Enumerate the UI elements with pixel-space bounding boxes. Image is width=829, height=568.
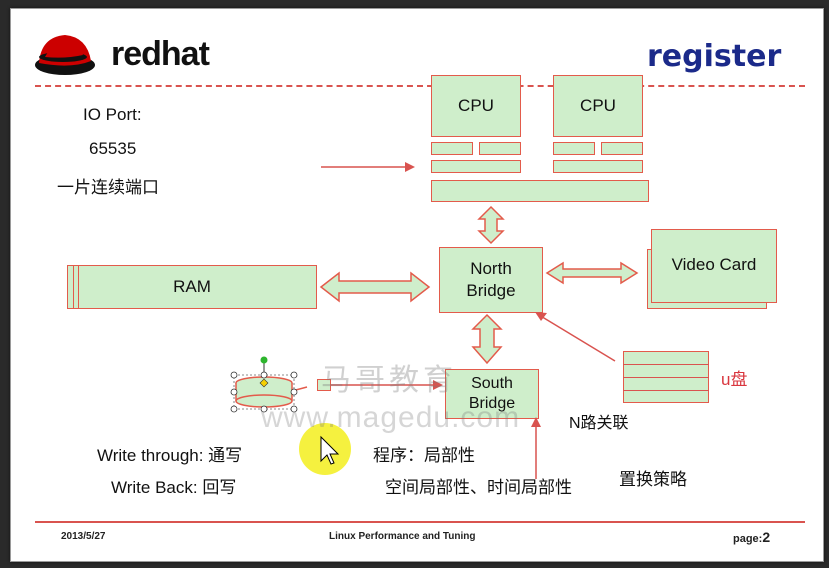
logo-wordmark: redhat [111,35,210,73]
watermark-url: www.magedu.com [261,401,521,434]
arrow-usb-north [538,314,616,362]
slide-title: register [647,39,782,74]
arrow-north-south [471,313,503,365]
footer-page: page:2 [733,529,770,547]
shadowman-icon [35,35,95,75]
cache-bar [431,160,521,173]
usb-divider [623,377,709,378]
ram-label: RAM [173,277,211,296]
header-divider [35,85,805,87]
usb-divider [623,390,709,391]
connector-box [317,379,331,391]
diagram-connectors [230,162,639,479]
io-port-label: IO Port: [83,105,142,124]
write-through-label: Write through: 通写 [97,446,243,465]
shared-cache-bar [431,180,649,202]
footer-title: Linux Performance and Tuning [329,531,476,542]
program-locality-label: 程序：局部性 [373,446,475,465]
usb-divider [623,364,709,365]
n-way-label: N路关联 [569,415,629,432]
video-card-label: Video Card [671,255,757,274]
footer-date: 2013/5/27 [61,531,106,542]
cpu-1-label: CPU [458,96,494,115]
cache-bar [553,160,643,173]
page-label: page: [733,533,763,545]
south-bridge: South Bridge [445,369,539,419]
cache-bar [431,142,473,155]
contiguous-ports-label: 一片连续端口 [57,178,159,197]
write-back-label: Write Back: 回写 [111,478,237,497]
cache-bar [601,142,643,155]
arrow-north-video [545,261,639,285]
redhat-logo: redhat [31,27,231,81]
cache-bar [479,142,521,155]
footer-divider [35,521,805,523]
cache-bar [553,142,595,155]
mouse-pointer-icon [320,435,340,465]
ram-edge-line [78,265,79,309]
arrow-ram-north [319,271,431,303]
usb-label: u盘 [721,370,748,389]
ram: RAM [67,265,317,309]
video-card: Video Card [651,229,777,303]
page-number: 2 [762,529,771,545]
slide: redhat register IO Port: 65535 一片连续端口 CP… [10,8,824,562]
arrow-cpu-north [477,205,505,245]
cpu-1: CPU [431,75,521,137]
south-bridge-label: South Bridge [468,375,516,412]
watermark-cn: 马哥教育 [321,364,457,397]
selected-cylinder-shape [230,356,308,413]
cpu-2-label: CPU [580,96,616,115]
ram-edge-line [73,265,74,309]
north-bridge: North Bridge [439,247,543,313]
cpu-2: CPU [553,75,643,137]
replacement-policy-label: 置换策略 [619,470,687,489]
port-count: 65535 [89,139,137,158]
north-bridge-label: North Bridge [466,259,516,300]
locality-types-label: 空间局部性、时间局部性 [385,478,572,497]
